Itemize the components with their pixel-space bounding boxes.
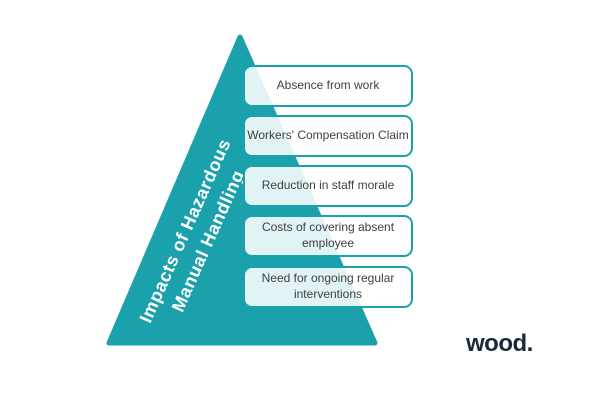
pyramid-level-1-box: Absence from work xyxy=(243,65,413,107)
wood-logo: wood. xyxy=(466,330,533,357)
pyramid-level-5-box: Need for ongoing regular interventions xyxy=(243,266,413,308)
pyramid-level-4-box: Costs of covering absent employee xyxy=(243,215,413,257)
pyramid-level-3-box: Reduction in staff morale xyxy=(243,165,413,207)
pyramid-level-2-box: Workers' Compensation Claim xyxy=(243,115,413,157)
